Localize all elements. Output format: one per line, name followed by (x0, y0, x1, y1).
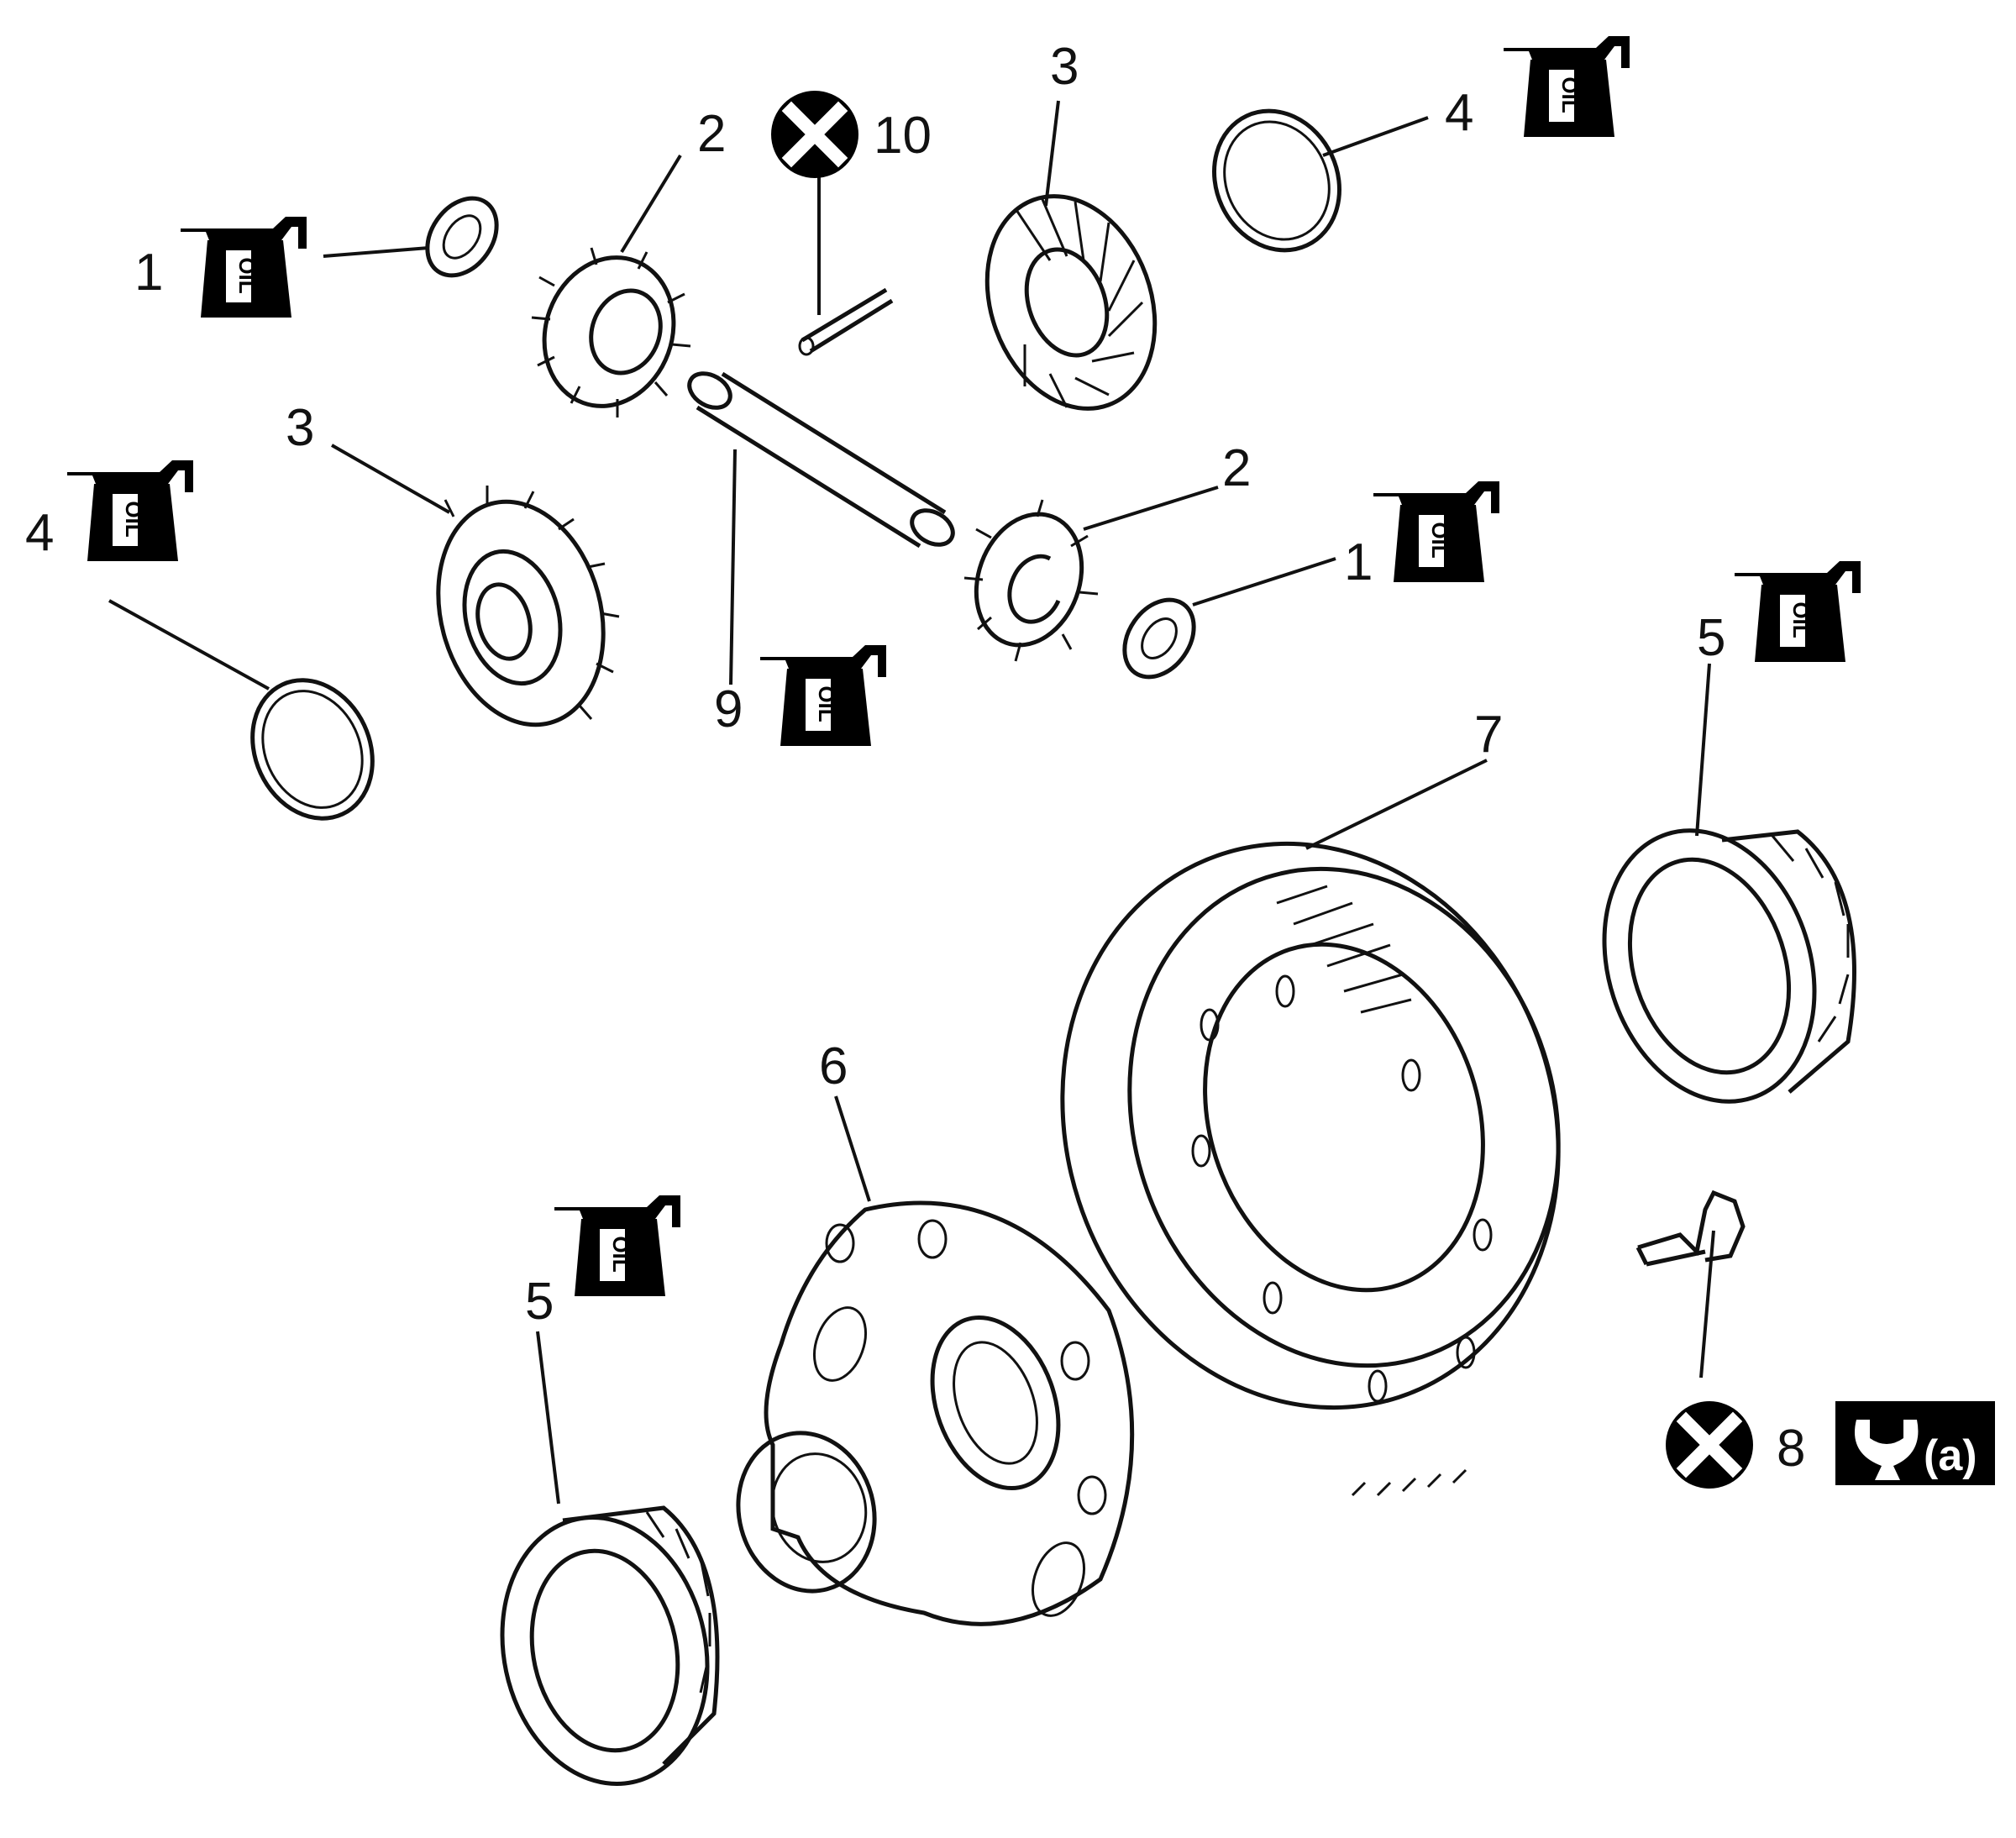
side-gear-upper (984, 194, 1158, 411)
callout-10: 10 (874, 107, 932, 165)
callout-3-upper: 3 (1050, 38, 1079, 96)
svg-text:OIL: OIL (1557, 76, 1583, 113)
callout-2-upper: 2 (697, 105, 726, 163)
final-gear-bolt (1635, 1189, 1746, 1267)
callout-5-lower: 5 (525, 1273, 554, 1331)
do-not-reuse-icon (1666, 1401, 1753, 1489)
callout-8: 8 (1777, 1420, 1805, 1478)
pinion-gear-lower (963, 499, 1099, 662)
svg-text:OIL: OIL (1788, 601, 1814, 638)
torque-label: (a) (1924, 1431, 1977, 1480)
svg-text:OIL: OIL (814, 685, 839, 722)
callout-7: 7 (1474, 706, 1503, 764)
svg-text:OIL: OIL (234, 257, 260, 293)
oil-can-icon: OIL (181, 217, 307, 318)
wrench-icon (1855, 1420, 1919, 1480)
callout-1-lower: 1 (1344, 533, 1373, 591)
callout-2-lower: 2 (1222, 439, 1251, 497)
callout-4-lower: 4 (25, 504, 54, 562)
svg-text:OIL: OIL (608, 1236, 633, 1272)
pinion-shaft (687, 371, 955, 549)
oil-can-icon: OIL (554, 1195, 680, 1296)
pinion-gear-upper (531, 247, 691, 417)
callout-9: 9 (714, 680, 743, 738)
oil-can-icon: OIL (760, 645, 886, 746)
oil-can-icon: OIL (1735, 561, 1861, 662)
side-bearing-upper (1602, 828, 1856, 1104)
svg-text:OIL: OIL (1427, 522, 1452, 558)
thrust-washer-lower (1122, 597, 1196, 680)
callout-5-upper: 5 (1697, 609, 1725, 667)
svg-text:OIL: OIL (121, 501, 146, 537)
final-gear (1060, 841, 1561, 1497)
callout-1-upper: 1 (134, 244, 163, 302)
oil-can-icon: OIL (1504, 36, 1630, 137)
oil-can-icon: OIL (1373, 481, 1499, 582)
thrust-washer-upper (425, 196, 499, 278)
do-not-reuse-icon (771, 91, 858, 178)
callout-4-upper: 4 (1445, 84, 1473, 142)
torque-spec-badge: (a) (1835, 1401, 1995, 1485)
callout-labels: 1 1 2 2 3 3 4 4 5 5 6 7 8 9 10 (25, 38, 1805, 1478)
callout-3-lower: 3 (286, 399, 314, 457)
thrust-ring-lower (250, 678, 375, 821)
lock-pin (798, 287, 894, 356)
side-gear-lower (436, 486, 620, 727)
side-bearing-lower (500, 1505, 720, 1786)
leader-lines (108, 100, 1715, 1505)
thrust-ring-upper (1212, 108, 1341, 253)
oil-can-icon: OIL (67, 460, 193, 561)
callout-6: 6 (819, 1037, 848, 1095)
differential-case (736, 1200, 1135, 1626)
